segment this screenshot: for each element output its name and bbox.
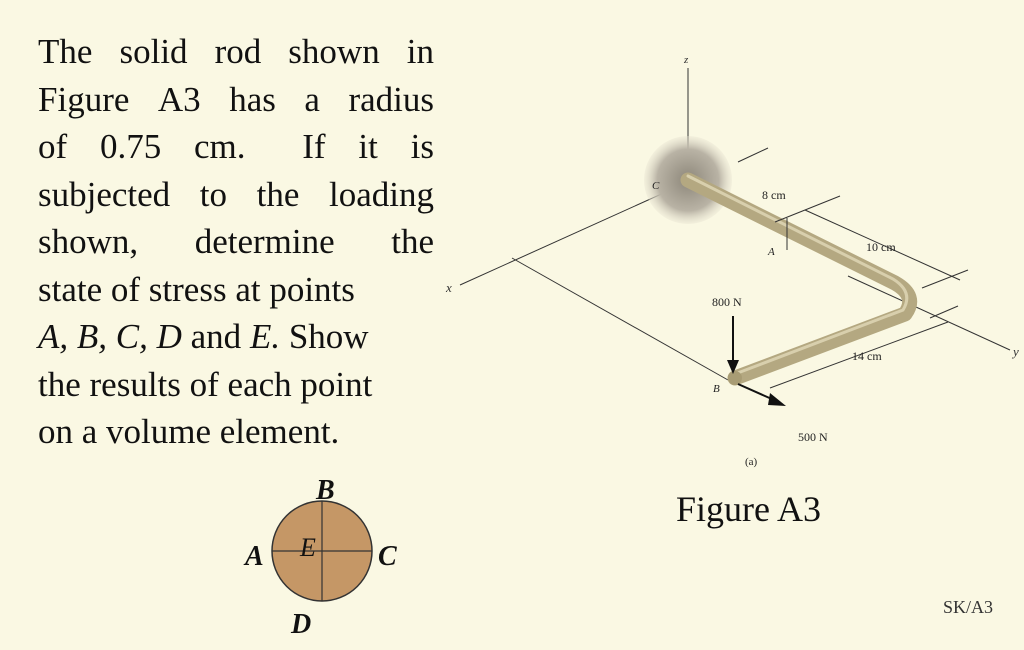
rod: [680, 172, 918, 386]
rod-end: [728, 371, 742, 385]
dim-8-line: [774, 195, 841, 223]
dim-10-line: [804, 209, 961, 281]
problem-line-2: Figure A3 has a radius: [38, 79, 434, 119]
dim-label-14cm: 14 cm: [852, 349, 882, 363]
load-label-800: 800 N: [712, 295, 742, 309]
problem-line-5: shown, determine the: [38, 222, 434, 261]
dim-tick-3: [929, 305, 959, 319]
sub-caption: (a): [745, 456, 758, 468]
dim-14-line: [769, 321, 949, 389]
point-label-c: C: [378, 541, 397, 572]
problem-line-3: of 0.75 cm. If it is: [38, 127, 434, 166]
y-axis: [847, 275, 1011, 351]
load-500-arrowhead: [768, 393, 786, 406]
dim-tick-1: [737, 147, 769, 163]
load-800-arrowhead: [727, 360, 739, 374]
axis-label-z: z: [683, 54, 689, 66]
load-label-500: 500 N: [798, 430, 828, 444]
dim-label-10cm: 10 cm: [866, 240, 896, 254]
problem-line-9: on a volume element.: [38, 412, 340, 451]
figure-point-a: A: [767, 246, 775, 258]
figure-caption: Figure A3: [676, 489, 822, 529]
problem-line-4: subjected to the loading: [38, 174, 434, 214]
problem-statement: The solid rod shown in Figure A3 has a r…: [38, 28, 434, 456]
point-label-e: E: [299, 533, 316, 562]
load-500-arrow: [737, 383, 775, 401]
point-label-b: B: [315, 475, 335, 506]
problem-line-1: The solid rod shown in: [38, 32, 434, 71]
rod-highlight: [686, 174, 909, 376]
figure-point-b: B: [713, 383, 720, 395]
point-label-a: A: [243, 541, 264, 572]
problem-line-8: the results of each point: [38, 364, 373, 404]
problem-line-7: A, B, C, D and E. Show: [38, 317, 369, 356]
problem-line-6: state of stress at points: [38, 269, 355, 309]
figure-point-c: C: [652, 180, 660, 192]
slide-code: SK/A3: [943, 597, 994, 617]
reference-line: [511, 257, 729, 381]
axis-label-x: x: [445, 280, 452, 295]
axis-label-y: y: [1011, 344, 1019, 359]
dim-label-8cm: 8 cm: [762, 188, 786, 202]
dim-tick-2: [921, 269, 969, 289]
point-label-d: D: [290, 609, 311, 640]
